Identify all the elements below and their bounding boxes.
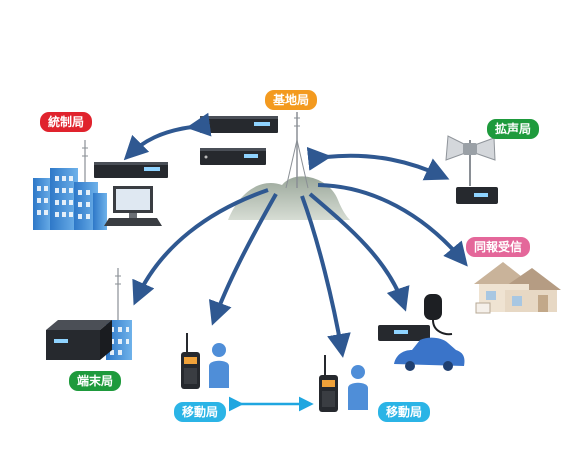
label-broadcast-receiver: 同報受信 bbox=[466, 237, 531, 257]
vehicle-radio-icon bbox=[378, 325, 430, 341]
handheld-radio-icon bbox=[319, 355, 338, 412]
arrow-to-mobile-right bbox=[300, 195, 351, 358]
label-mobile-station-left: 移動局 bbox=[174, 402, 227, 422]
label-terminal-station: 端末局 bbox=[69, 371, 122, 391]
pa-speaker-icon bbox=[445, 135, 496, 186]
arrow-to-broadcast-receiver bbox=[317, 183, 468, 267]
label-pa-station: 拡声局 bbox=[487, 119, 540, 139]
arrow-to-vehicle bbox=[308, 192, 410, 312]
terminal-station-radio-icon bbox=[46, 320, 112, 360]
arrow-to-mobile-left bbox=[208, 193, 278, 326]
arrow-base-to-pa-station bbox=[306, 146, 450, 181]
house-icon bbox=[474, 262, 561, 314]
mountain-antenna-icon bbox=[228, 112, 350, 220]
control-station-building-icon bbox=[33, 140, 107, 230]
label-mobile-station-right: 移動局 bbox=[378, 402, 431, 422]
person-icon bbox=[209, 343, 229, 388]
base-station-radio-icon bbox=[200, 116, 278, 165]
label-base-station: 基地局 bbox=[265, 90, 318, 110]
arrow-to-terminal-station bbox=[132, 188, 269, 306]
car-icon bbox=[394, 337, 465, 371]
person-icon bbox=[348, 365, 368, 410]
arrow-base-to-control bbox=[123, 112, 212, 161]
pa-station-radio-icon bbox=[456, 187, 498, 204]
handheld-radio-icon bbox=[181, 333, 200, 389]
microphone-icon bbox=[424, 294, 453, 336]
pc-monitor-icon bbox=[104, 186, 162, 226]
label-control-station: 統制局 bbox=[40, 112, 93, 132]
control-station-radio-icon bbox=[94, 162, 168, 178]
